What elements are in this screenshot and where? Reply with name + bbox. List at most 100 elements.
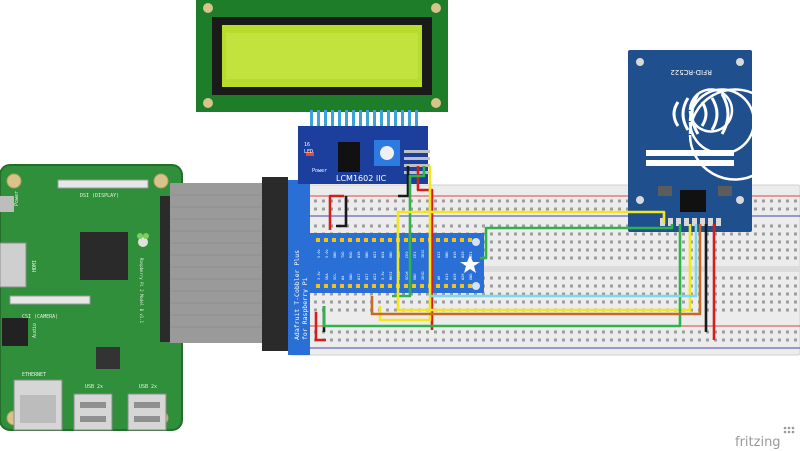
breadboard-hole [650, 292, 653, 296]
breadboard-hole [506, 330, 509, 334]
breadboard-hole [562, 224, 565, 228]
breadboard-hole [634, 276, 637, 280]
breadboard-hole [362, 207, 365, 211]
breadboard-hole [634, 330, 637, 334]
breadboard-hole [450, 207, 453, 211]
lcd-header-pin [338, 110, 341, 132]
lcd-header-pin [373, 110, 376, 132]
breadboard-hole [354, 300, 357, 304]
breadboard-hole [770, 292, 773, 296]
breadboard-hole [666, 300, 669, 304]
breadboard-hole [410, 199, 413, 203]
breadboard-hole [786, 300, 789, 304]
breadboard-hole [626, 330, 629, 334]
breadboard-hole [514, 292, 517, 296]
breadboard-hole [642, 284, 645, 288]
breadboard-hole [482, 207, 485, 211]
breadboard-hole [690, 284, 693, 288]
wire-green-rfid-2 [322, 224, 682, 328]
breadboard-hole [330, 330, 333, 334]
breadboard-hole [562, 207, 565, 211]
breadboard-hole [322, 300, 325, 304]
breadboard-hole [346, 292, 349, 296]
breadboard-hole [322, 224, 325, 228]
breadboard-hole [746, 284, 749, 288]
breadboard-hole [434, 292, 437, 296]
cobbler-pin [468, 284, 472, 288]
breadboard-hole [538, 240, 541, 244]
breadboard-hole [434, 330, 437, 334]
breadboard-hole [570, 338, 573, 342]
breadboard-hole [794, 308, 797, 312]
breadboard-hole [666, 284, 669, 288]
breadboard-hole [346, 330, 349, 334]
fritzing-text: fritzing [735, 435, 781, 450]
breadboard-hole [650, 240, 653, 244]
breadboard-hole [594, 207, 597, 211]
breadboard-hole [778, 248, 781, 252]
breadboard-hole [450, 199, 453, 203]
breadboard-hole [354, 338, 357, 342]
breadboard-hole [738, 330, 741, 334]
breadboard-hole [522, 276, 525, 280]
breadboard-hole [490, 256, 493, 260]
breadboard-hole [498, 248, 501, 252]
breadboard-hole [514, 256, 517, 260]
breadboard-hole [786, 338, 789, 342]
breadboard-hole [754, 224, 757, 228]
breadboard-hole [450, 330, 453, 334]
breadboard-hole [562, 330, 565, 334]
breadboard-hole [650, 330, 653, 334]
breadboard-hole [370, 207, 373, 211]
cobbler-pin-label: #20 [461, 252, 465, 259]
breadboard-hole [786, 330, 789, 334]
breadboard-hole [730, 292, 733, 296]
breadboard-hole [754, 232, 757, 236]
wire-red-top [328, 194, 344, 230]
breadboard-hole [434, 224, 437, 228]
breadboard-hole [714, 256, 717, 260]
breadboard-hole [778, 207, 781, 211]
breadboard-hole [594, 256, 597, 260]
breadboard-hole [666, 338, 669, 342]
breadboard-hole [546, 207, 549, 211]
breadboard-hole [722, 276, 725, 280]
breadboard-hole [474, 338, 477, 342]
breadboard-hole [794, 232, 797, 236]
breadboard-hole [498, 300, 501, 304]
lcd-header-pin [415, 110, 418, 132]
breadboard-hole [394, 292, 397, 296]
breadboard-hole [346, 338, 349, 342]
lcd-header-pin [331, 110, 334, 132]
breadboard-hole [690, 240, 693, 244]
breadboard-hole [530, 300, 533, 304]
breadboard-hole [426, 292, 429, 296]
breadboard-hole [546, 330, 549, 334]
breadboard-hole [554, 224, 557, 228]
breadboard-hole [538, 330, 541, 334]
breadboard-hole [674, 338, 677, 342]
breadboard-hole [786, 256, 789, 260]
breadboard-hole [346, 207, 349, 211]
breadboard-hole [706, 292, 709, 296]
breadboard-hole [402, 330, 405, 334]
breadboard-hole [490, 276, 493, 280]
breadboard-hole [730, 232, 733, 236]
breadboard-hole [490, 199, 493, 203]
breadboard-hole [746, 292, 749, 296]
breadboard-hole [370, 224, 373, 228]
breadboard-hole [690, 248, 693, 252]
breadboard-hole [530, 338, 533, 342]
breadboard-hole [554, 240, 557, 244]
breadboard-hole [578, 199, 581, 203]
breadboard-hole [506, 284, 509, 288]
breadboard-hole [338, 300, 341, 304]
breadboard-hole [546, 224, 549, 228]
cobbler-pin-label: GND [413, 274, 417, 281]
breadboard-hole [546, 248, 549, 252]
breadboard-hole [626, 240, 629, 244]
breadboard-hole [586, 256, 589, 260]
breadboard-hole [482, 292, 485, 296]
cobbler-pin-label: GND [365, 252, 369, 259]
breadboard-hole [578, 207, 581, 211]
